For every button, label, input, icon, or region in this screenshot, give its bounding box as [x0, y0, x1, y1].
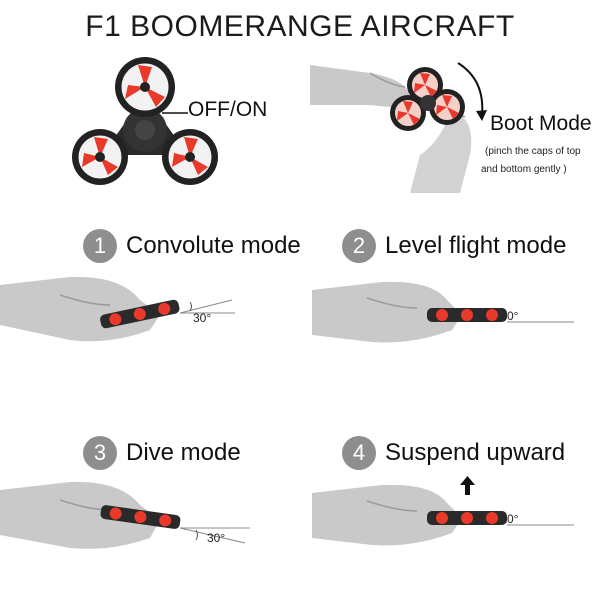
boot-note-line2: and bottom gently ) — [481, 164, 567, 175]
boot-mode-hand-image — [310, 62, 487, 193]
mode-2-illustration — [312, 281, 574, 343]
mode-1-title: Convolute mode — [126, 232, 301, 259]
up-arrow-icon — [460, 476, 475, 495]
mode-3-number: 3 — [83, 436, 117, 470]
boot-note-line1: (pinch the caps of top — [485, 146, 581, 157]
boot-mode-label: Boot Mode — [490, 112, 592, 135]
mode-4-number: 4 — [342, 436, 376, 470]
mode-2-title: Level flight mode — [385, 232, 567, 259]
mode-4-title: Suspend upward — [385, 439, 566, 466]
mode-3-title: Dive mode — [126, 439, 241, 466]
mode-1-illustration — [0, 276, 235, 342]
mode-2-number: 2 — [342, 229, 376, 263]
mode-2-angle: 0° — [507, 309, 519, 323]
mode-1-angle: 30° — [193, 311, 212, 325]
off-on-label: OFF/ON — [188, 98, 268, 121]
curved-arrow-icon — [457, 62, 484, 116]
mode-3-illustration — [0, 481, 250, 549]
mode-3-angle: 30° — [207, 531, 226, 545]
mode-1-number: 1 — [83, 229, 117, 263]
mode-4-illustration — [312, 476, 574, 546]
spinner-drone-image — [72, 57, 218, 185]
page-title: F1 BOOMERANGE AIRCRAFT — [85, 10, 515, 43]
mode-4-angle: 0° — [507, 512, 519, 526]
